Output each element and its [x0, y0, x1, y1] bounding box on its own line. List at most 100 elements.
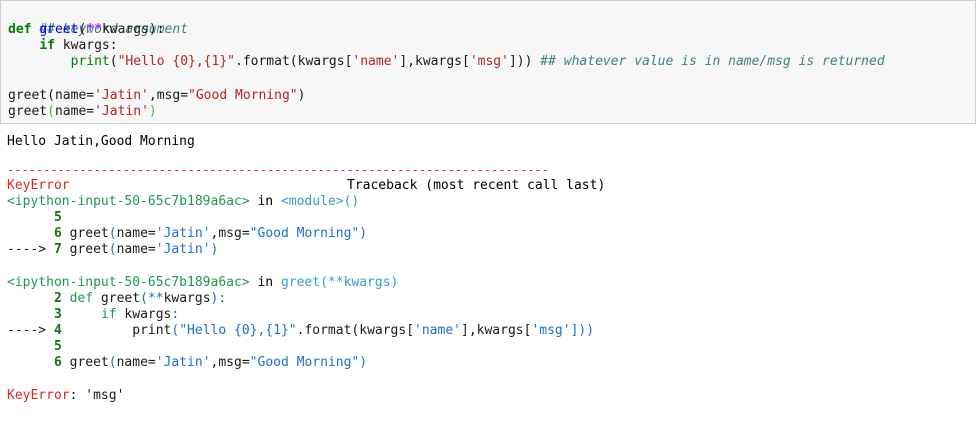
string-literal: 'Jatin': [155, 355, 211, 370]
builtin: print: [132, 323, 172, 338]
indent: [8, 54, 71, 69]
code-comment: ## keyword argument: [39, 22, 189, 37]
paren: (: [108, 355, 117, 370]
paren: (: [109, 54, 118, 69]
frame-location: <ipython-input-50-65c7b189a6ac>: [7, 275, 250, 290]
code-line-1: ## keyword argument: [8, 6, 188, 37]
keyword: if: [39, 38, 55, 53]
code-text: .format(kwargs[: [296, 323, 415, 338]
string-literal: "Good Morning": [249, 355, 360, 370]
builtin: print: [70, 54, 110, 69]
string-literal: 'Jatin': [155, 242, 211, 257]
code-text: ],kwargs[: [461, 323, 532, 338]
string-literal: 'Jatin': [155, 226, 211, 241]
paren: (: [140, 291, 148, 306]
string-literal: 'msg': [531, 323, 571, 338]
paren: ): [359, 355, 368, 370]
traceback-line: 5: [7, 339, 62, 355]
code-input-cell[interactable]: ## keyword argument def greet(**kwargs):…: [0, 0, 976, 124]
code-text: name=: [116, 226, 156, 241]
code-text: greet: [61, 355, 109, 370]
paren: ): [210, 242, 219, 257]
keyword: if: [100, 307, 117, 322]
traceback-line: 6 greet(name='Jatin',msg="Good Morning"): [7, 226, 367, 242]
line-number: 5: [53, 339, 62, 354]
arrow: [7, 210, 54, 225]
line-number: 7: [53, 242, 62, 257]
paren: ): [359, 226, 368, 241]
code-text: ,msg=: [148, 88, 189, 103]
arrow: ---->: [7, 242, 54, 257]
code-text: kwargs: [163, 291, 211, 306]
frame2-header: <ipython-input-50-65c7b189a6ac> in greet…: [7, 275, 398, 291]
arrow: [7, 307, 54, 322]
paren-highlight: ): [148, 104, 157, 119]
code-text: kwargs:: [54, 38, 118, 53]
operator: **: [86, 22, 102, 37]
string-literal: "Good Morning": [249, 226, 360, 241]
frame-location: <ipython-input-50-65c7b189a6ac>: [7, 194, 250, 209]
line-number: 4: [53, 323, 62, 338]
arrow: [7, 291, 54, 306]
traceback-line: 5: [7, 210, 62, 226]
code-text: name=: [54, 104, 95, 119]
in-word: in: [249, 275, 281, 290]
arrow: ---->: [7, 323, 54, 338]
code-comment: ## whatever value is in name/msg is retu…: [540, 54, 885, 69]
paren: (: [171, 323, 180, 338]
code-text: ,msg=: [210, 226, 250, 241]
traceback-line-current: ----> 4 print("Hello {0},{1}".format(kwa…: [7, 323, 594, 339]
code-text: ,msg=: [210, 355, 250, 370]
code-text: ])): [508, 54, 541, 69]
traceback-line-current: ----> 7 greet(name='Jatin'): [7, 242, 218, 258]
string-literal: 'name': [414, 323, 461, 338]
paren: ])): [570, 323, 595, 338]
code-text: .format(kwargs[: [235, 54, 353, 69]
line-number: 6: [53, 226, 62, 241]
code-line-4: print("Hello {0},{1}".format(kwargs['nam…: [8, 54, 885, 70]
arrow: [7, 226, 54, 241]
string-literal: "Hello {0},{1}": [117, 54, 235, 69]
code-line-2: def greet(**kwargs):: [8, 22, 165, 38]
code-line-3: if kwargs:: [8, 38, 118, 54]
frame-scope: greet(**kwargs): [280, 275, 399, 290]
code-text: ],kwargs[: [399, 54, 470, 69]
code-text: greet: [8, 104, 48, 119]
paren: ):: [210, 291, 227, 306]
code-text: name=: [116, 355, 156, 370]
error-message: : 'msg': [69, 388, 125, 403]
arrow: [7, 339, 54, 354]
frame-scope: <module>(): [280, 194, 360, 209]
code-text: greet(name=: [8, 88, 95, 103]
line-number: 3: [53, 307, 62, 322]
keyword: def: [61, 291, 94, 306]
code-text: greet: [93, 291, 141, 306]
paren: (: [108, 242, 117, 257]
error-name: KeyError: [7, 178, 70, 193]
line-number: 5: [53, 210, 62, 225]
final-error-line: KeyError: 'msg': [7, 388, 124, 404]
code-text: name=: [116, 242, 156, 257]
string-literal: "Hello {0},{1}": [179, 323, 297, 338]
keyword: def: [8, 22, 32, 37]
traceback-line: 2 def greet(**kwargs):: [7, 291, 226, 307]
paren: (: [108, 226, 117, 241]
code-text: greet: [61, 226, 109, 241]
paren: (: [78, 22, 87, 37]
indent: [62, 323, 132, 338]
string-literal: 'Jatin': [94, 88, 149, 103]
params: kwargs):: [101, 22, 165, 37]
string-literal: "Good Morning": [188, 88, 298, 103]
traceback-line: 6 greet(name='Jatin',msg="Good Morning"): [7, 355, 367, 371]
paren-highlight: (: [47, 104, 55, 119]
code-text: ): [297, 88, 306, 103]
line-number: 2: [53, 291, 62, 306]
string-literal: 'Jatin': [94, 104, 149, 119]
in-word: in: [249, 194, 281, 209]
indent: [62, 307, 101, 322]
code-text: greet: [61, 242, 109, 257]
string-literal: 'name': [352, 54, 400, 69]
frame1-header: <ipython-input-50-65c7b189a6ac> in <modu…: [7, 194, 359, 210]
code-line-7: greet(name='Jatin'): [8, 104, 157, 120]
